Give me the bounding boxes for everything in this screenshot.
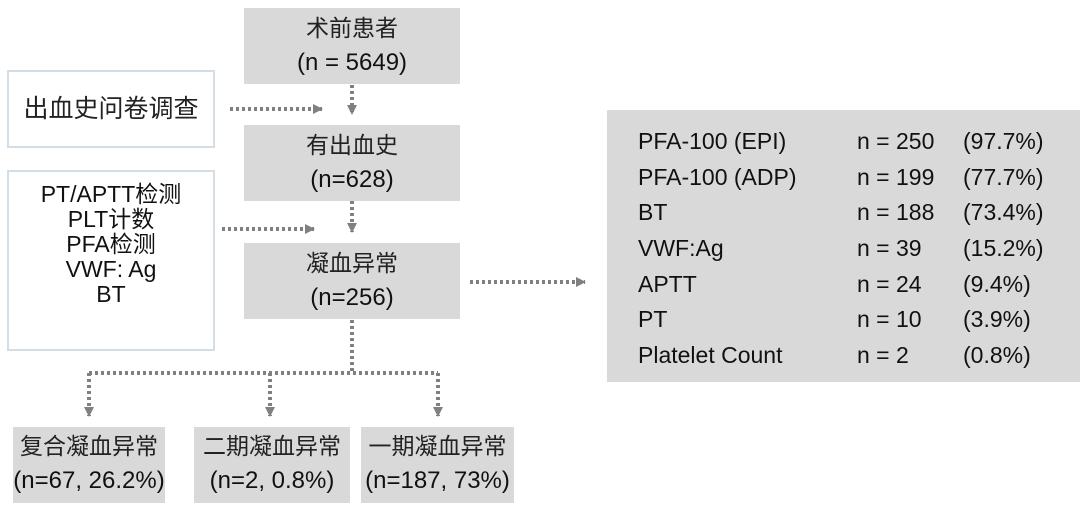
box-title: 二期凝血异常	[203, 434, 341, 460]
test-name: PFA-100 (EPI)	[638, 128, 787, 155]
box-questionnaire: 出血史问卷调查	[7, 70, 215, 148]
box-count: (n = 5649)	[296, 49, 408, 76]
test-pct: (73.4%)	[963, 199, 1044, 226]
box-coagulation-abnormal: 凝血异常 (n=256)	[244, 243, 460, 319]
test-item: VWF: Ag	[65, 256, 157, 282]
box-title: 一期凝血异常	[368, 434, 507, 460]
test-pct: (3.9%)	[963, 306, 1031, 333]
box-count: (n=187, 73%)	[365, 467, 510, 494]
table-row: APTT n = 24 (9.4%)	[638, 266, 1080, 302]
test-n: n = 39	[857, 235, 922, 262]
table-row: PFA-100 (ADP) n = 199 (77.7%)	[638, 160, 1080, 196]
table-row: PFA-100 (EPI) n = 250 (97.7%)	[638, 124, 1080, 160]
table-row: PT n = 10 (3.9%)	[638, 302, 1080, 338]
test-n: n = 199	[857, 163, 935, 190]
test-item: PLT计数	[67, 206, 155, 232]
box-count: (n=67, 26.2%)	[13, 467, 165, 494]
box-bleeding-history: 有出血史 (n=628)	[244, 125, 460, 201]
test-name: PT	[638, 306, 668, 333]
table-row: VWF:Ag n = 39 (15.2%)	[638, 231, 1080, 267]
test-name: VWF:Ag	[638, 235, 724, 262]
test-pct: (15.2%)	[963, 235, 1044, 262]
box-outcome-primary: 一期凝血异常 (n=187, 73%)	[361, 427, 514, 503]
box-count: (n=628)	[310, 166, 394, 193]
box-tests: PT/APTT检测 PLT计数 PFA检测 VWF: Ag BT	[7, 170, 215, 351]
box-title: 有出血史	[306, 133, 398, 159]
box-count: (n=256)	[310, 284, 394, 311]
test-n: n = 24	[857, 270, 922, 297]
test-name: APTT	[638, 270, 697, 297]
test-name: BT	[638, 199, 668, 226]
table-row: BT n = 188 (73.4%)	[638, 195, 1080, 231]
box-preop-patients: 术前患者 (n = 5649)	[244, 8, 460, 84]
test-name: PFA-100 (ADP)	[638, 163, 797, 190]
test-n: n = 188	[857, 199, 935, 226]
box-count: (n=2, 0.8%)	[209, 467, 335, 494]
box-title: 凝血异常	[306, 251, 398, 277]
test-pct: (0.8%)	[963, 341, 1031, 368]
questionnaire-label: 出血史问卷调查	[23, 94, 199, 123]
test-n: n = 10	[857, 306, 922, 333]
box-title: 复合凝血异常	[20, 434, 158, 460]
test-pct: (97.7%)	[963, 128, 1044, 155]
test-pct: (9.4%)	[963, 270, 1031, 297]
test-item: PT/APTT检测	[40, 181, 182, 207]
table-row: Platelet Count n = 2 (0.8%)	[638, 338, 1080, 374]
test-n: n = 2	[857, 341, 909, 368]
test-item: BT	[96, 281, 126, 307]
test-pct: (77.7%)	[963, 163, 1044, 190]
results-panel: PFA-100 (EPI) n = 250 (97.7%) PFA-100 (ADP…	[607, 110, 1080, 382]
box-outcome-combined: 复合凝血异常 (n=67, 26.2%)	[13, 427, 165, 503]
box-title: 术前患者	[306, 16, 398, 42]
test-name: Platelet Count	[638, 341, 783, 368]
test-n: n = 250	[857, 128, 935, 155]
test-item: PFA检测	[66, 231, 156, 257]
box-outcome-secondary: 二期凝血异常 (n=2, 0.8%)	[194, 427, 350, 503]
